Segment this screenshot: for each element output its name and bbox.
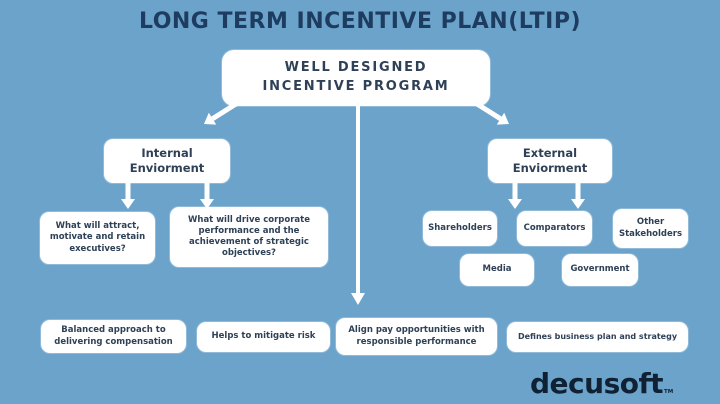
bottom-node-balanced-approach: Balanced approach to delivering compensa… (41, 320, 186, 353)
internal-environment-label: Internal Enviorment (129, 146, 205, 175)
root-node-well-designed-incentive-program: WELL DESIGNED INCENTIVE PROGRAM (222, 50, 490, 106)
internal-child-label: What will attract, motivate and retain e… (49, 221, 146, 254)
root-node-label: WELL DESIGNED INCENTIVE PROGRAM (262, 60, 450, 94)
bottom-node-label: Balanced approach to delivering compensa… (54, 325, 173, 347)
external-child-comparators: Comparators (517, 211, 592, 246)
bottom-node-label: Helps to mitigate risk (211, 331, 316, 342)
bottom-node-business-plan: Defines business plan and strategy (507, 322, 688, 352)
trademark-symbol: TM (664, 389, 674, 395)
external-child-media: Media (460, 254, 534, 286)
page-title: LONG TERM INCENTIVE PLAN(LTIP) (138, 9, 582, 34)
internal-child-corporate-performance: What will drive corporate performance an… (170, 207, 328, 267)
external-child-label: Media (482, 264, 512, 275)
external-child-label: Government (570, 264, 630, 275)
internal-child-label: What will drive corporate performance an… (188, 214, 310, 259)
arrow-external-child-1-icon (508, 182, 522, 209)
bottom-node-label: Align pay opportunities with responsible… (348, 325, 485, 347)
bottom-node-align-pay: Align pay opportunities with responsible… (336, 318, 497, 355)
arrow-external-child-2-icon (571, 182, 585, 209)
internal-environment-node: Internal Enviorment (104, 139, 230, 183)
arrow-internal-child-1-icon (121, 182, 135, 209)
external-child-label: Other Stakeholders (618, 217, 682, 239)
external-environment-node: External Enviorment (488, 139, 612, 183)
internal-child-attract-retain: What will attract, motivate and retain e… (40, 212, 155, 264)
external-child-label: Shareholders (428, 222, 492, 233)
external-child-government: Government (562, 254, 638, 286)
decusoft-logo-text: decusoft (530, 367, 664, 400)
external-child-label: Comparators (523, 222, 586, 233)
decusoft-logo: decusoft TM (530, 362, 700, 398)
external-child-shareholders: Shareholders (423, 211, 497, 246)
external-child-other-stakeholders: Other Stakeholders (613, 209, 688, 248)
arrow-main-to-bottom-icon (351, 104, 365, 305)
bottom-node-mitigate-risk: Helps to mitigate risk (197, 322, 330, 352)
bottom-node-label: Defines business plan and strategy (517, 331, 678, 341)
external-environment-label: External Enviorment (512, 146, 588, 175)
arrow-internal-child-2-icon (200, 182, 214, 209)
